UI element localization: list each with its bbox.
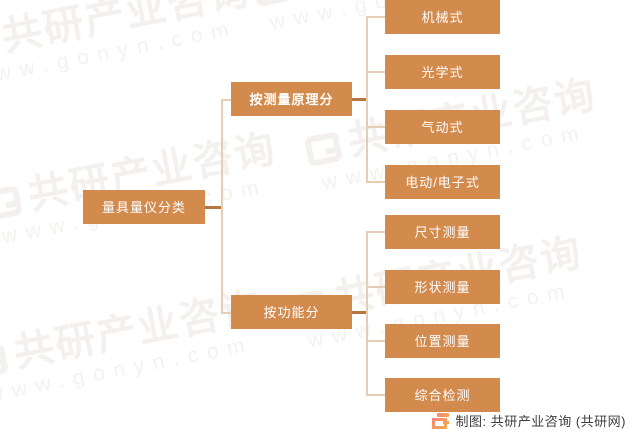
- connector-trunk-to-branch-principle: [221, 99, 235, 101]
- connector-root-stub: [205, 206, 223, 209]
- node-leaf-position[interactable]: 位置测量: [385, 324, 500, 358]
- connector-branch-principle-stub: [352, 98, 368, 101]
- node-leaf-comprehensive[interactable]: 综合检测: [385, 378, 500, 412]
- node-root[interactable]: 量具量仪分类: [83, 190, 205, 224]
- connector-arm-electric: [366, 181, 385, 183]
- connector-branch-function-stub: [352, 311, 368, 314]
- node-branch-function[interactable]: 按功能分: [231, 295, 352, 329]
- credit-line: 制图: 共研产业咨询 (共研网): [431, 411, 627, 430]
- connector-arm-position: [366, 340, 385, 342]
- node-leaf-pneumatic[interactable]: 气动式: [385, 110, 500, 144]
- credit-text: 制图: 共研产业咨询 (共研网): [455, 414, 626, 429]
- node-leaf-mechanical[interactable]: 机械式: [385, 0, 500, 34]
- node-branch-principle[interactable]: 按测量原理分: [231, 82, 352, 116]
- connector-arm-mechanical: [366, 16, 385, 18]
- connector-arm-comprehensive: [366, 394, 385, 396]
- gongyan-logo-icon: [431, 412, 449, 429]
- node-leaf-dimension[interactable]: 尺寸测量: [385, 215, 500, 249]
- connector-trunk-to-branch-function: [221, 312, 235, 314]
- connector-spine-function: [366, 232, 368, 396]
- connector-spine-principle: [366, 17, 368, 183]
- node-leaf-optical[interactable]: 光学式: [385, 55, 500, 89]
- connector-arm-dimension: [366, 231, 385, 233]
- connector-main-trunk: [221, 100, 223, 314]
- connector-arm-shape: [366, 286, 385, 288]
- connector-arm-optical: [366, 71, 385, 73]
- node-leaf-electric[interactable]: 电动/电子式: [385, 165, 500, 199]
- node-leaf-shape[interactable]: 形状测量: [385, 270, 500, 304]
- connector-arm-pneumatic: [366, 126, 385, 128]
